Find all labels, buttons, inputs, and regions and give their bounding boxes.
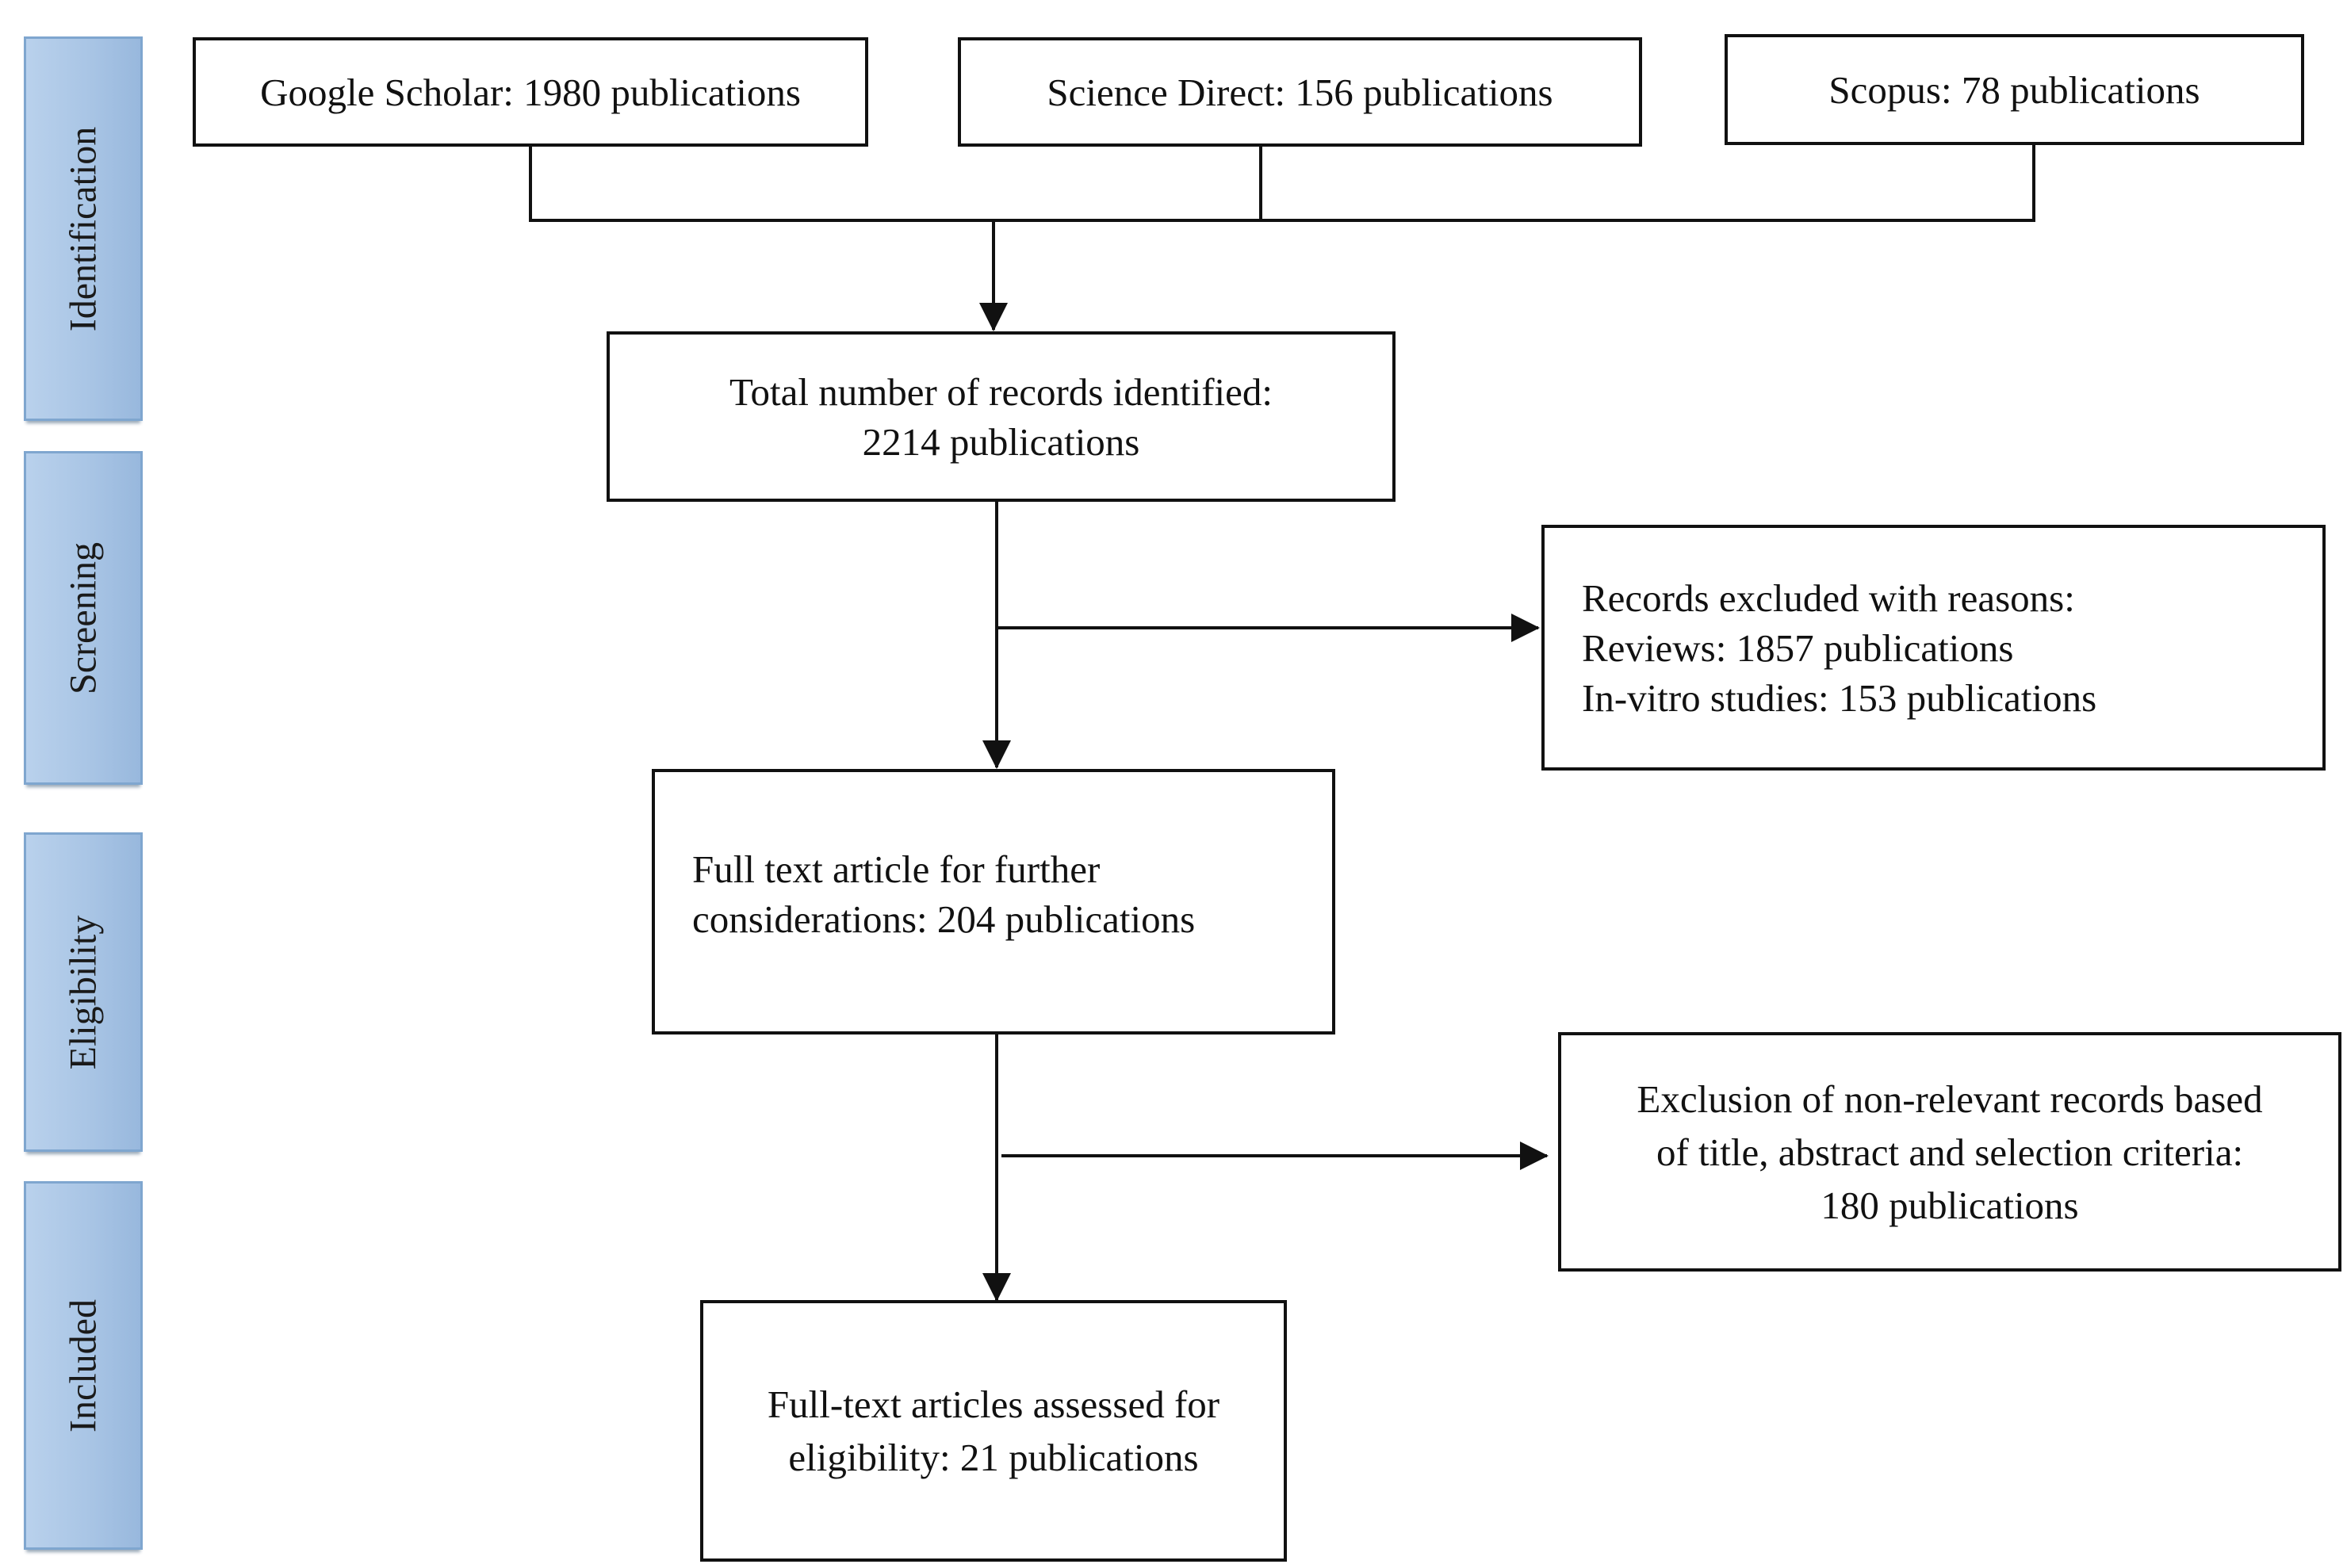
box-text-line: considerations: 204 publications <box>692 897 1196 941</box>
science-direct-box: Science Direct: 156 publications <box>958 37 1642 147</box>
arrowhead-full-text-further <box>982 740 1011 769</box>
merge-line <box>529 145 2035 222</box>
box-text: Scopus: 78 publications <box>1828 67 2200 112</box>
google-scholar-box: Google Scholar: 1980 publications <box>193 37 868 147</box>
stage-eligibility: Eligibility <box>24 832 143 1152</box>
non-relevant-exclusion-box: Exclusion of non-relevant records based … <box>1558 1032 2341 1272</box>
box-text: Science Direct: 156 publications <box>1047 70 1553 114</box>
full-text-further-box: Full text article for further considerat… <box>652 769 1335 1034</box>
arrowhead-records-excluded <box>1511 614 1540 642</box>
box-text-line: Records excluded with reasons: <box>1582 576 2075 620</box>
box-text-line: Reviews: 1857 publications <box>1582 625 2014 670</box>
stage-label: Screening <box>62 541 105 694</box>
stage-screening: Screening <box>24 451 143 785</box>
stage-label: Included <box>62 1298 105 1432</box>
box-text-line: In-vitro studies: 153 publications <box>1582 675 2097 720</box>
scopus-box: Scopus: 78 publications <box>1725 34 2304 145</box>
stage-included: Included <box>24 1181 143 1550</box>
arrowhead-full-text-assessed <box>982 1273 1011 1302</box>
box-text: Google Scholar: 1980 publications <box>260 70 801 114</box>
box-text-line: 2214 publications <box>862 419 1140 464</box>
arrowhead-total <box>979 303 1008 331</box>
records-excluded-box: Records excluded with reasons: Reviews: … <box>1541 525 2326 771</box>
stage-identification: Identification <box>24 36 143 421</box>
stage-label: Eligibility <box>62 915 105 1069</box>
box-text-line: Full text article for further <box>692 847 1101 891</box>
box-text-line: Full-text articles assessed for <box>767 1383 1220 1426</box>
total-records-box: Total number of records identified: 2214… <box>607 331 1396 502</box>
box-text-line: Total number of records identified: <box>729 369 1273 414</box>
stage-label: Identification <box>62 126 105 331</box>
box-text-line: eligibility: 21 publications <box>788 1436 1199 1479</box>
full-text-assessed-box: Full-text articles assessed for eligibil… <box>700 1300 1287 1562</box>
box-text-line: 180 publications <box>1821 1183 2079 1227</box>
box-text-line: Exclusion of non-relevant records based <box>1637 1077 2263 1121</box>
arrowhead-non-relevant-exclusion <box>1520 1142 1549 1170</box>
box-text-line: of title, abstract and selection criteri… <box>1656 1130 2244 1174</box>
